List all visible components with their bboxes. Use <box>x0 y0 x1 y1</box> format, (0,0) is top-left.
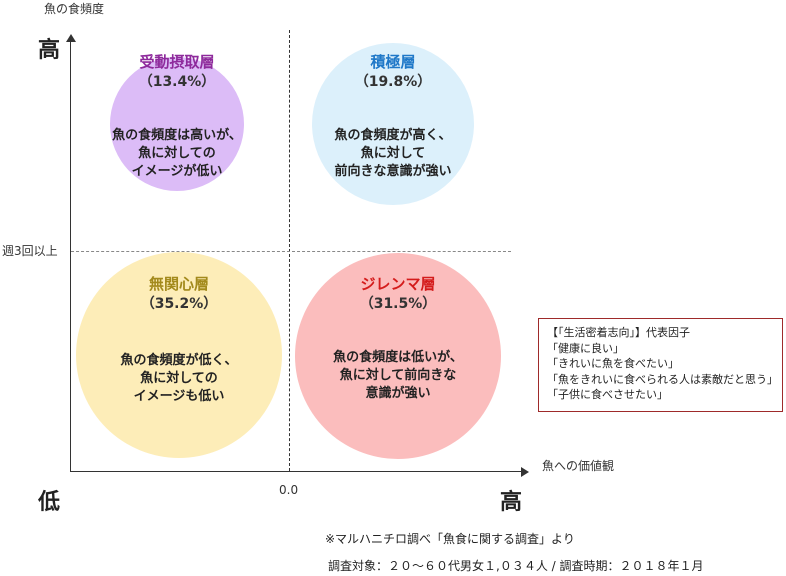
factor-box-title: 【｢生活密着志向｣】代表因子 <box>547 326 690 339</box>
segment-title: ジレンマ層 <box>360 275 436 293</box>
segment-active: 積極層 （19.8%） 魚の食頻度が高く、 魚に対して 前向きな意識が強い <box>312 43 474 205</box>
x-axis-title: 魚への価値観 <box>542 459 615 473</box>
segment-percent: （35.2%） <box>140 296 218 312</box>
y-axis <box>70 40 71 472</box>
factor-item: 「子供に食べさせたい」 <box>547 388 668 401</box>
segment-desc-line: 魚に対して前向きな <box>339 368 457 383</box>
x-axis-origin-label: 0.0 <box>279 483 299 497</box>
segment-desc-line: 魚に対して <box>360 146 426 161</box>
segment-desc-line: 前向きな意識が強い <box>334 164 452 179</box>
factor-item: 「健康に良い」 <box>547 341 624 355</box>
segment-title: 受動摂取層 <box>139 53 215 71</box>
segment-indifferent: 無関心層 （35.2%） 魚の食頻度が低く、 魚に対しての イメージも低い <box>76 252 282 458</box>
factor-box: 【｢生活密着志向｣】代表因子 「健康に良い」 「きれいに魚を食べたい」 「魚をき… <box>538 318 783 412</box>
segment-passive: 受動摂取層 （13.4%） 魚の食頻度は高いが、 魚に対しての イメージが低い <box>110 53 244 191</box>
segment-percent: （13.4%） <box>138 74 216 90</box>
segment-title: 積極層 <box>370 53 416 71</box>
y-axis-threshold-label: 週3回以上 <box>2 244 58 258</box>
segment-desc-line: 魚に対しての <box>140 371 218 386</box>
y-axis-high-label: 高 <box>38 38 61 63</box>
segment-desc-line: 魚に対しての <box>138 146 216 161</box>
horizontal-divider <box>71 251 511 252</box>
segment-desc-line: イメージも低い <box>133 389 225 404</box>
segment-desc-line: 魚の食頻度は高いが、 <box>112 128 242 143</box>
x-axis-arrow-icon <box>521 467 529 477</box>
segment-desc-line: 魚の食頻度は低いが、 <box>333 350 463 365</box>
vertical-divider <box>289 30 290 471</box>
segment-dilemma: ジレンマ層 （31.5%） 魚の食頻度は低いが、 魚に対して前向きな 意識が強い <box>295 253 501 459</box>
x-axis-low-label: 低 <box>38 490 61 515</box>
source-note: ※マルハニチロ調べ「魚食に関する調査」より <box>325 532 575 546</box>
segment-desc-line: 意識が強い <box>365 386 431 401</box>
segment-percent: （19.8%） <box>354 74 432 90</box>
x-axis <box>70 471 522 472</box>
segment-desc-line: イメージが低い <box>131 164 223 179</box>
y-axis-arrow-icon <box>66 34 76 42</box>
segment-percent: （31.5%） <box>359 296 437 312</box>
factor-item: 「魚をきれいに食べられる人は素敵だと思う」 <box>547 372 778 386</box>
x-axis-high-label: 高 <box>500 490 523 515</box>
factor-item: 「きれいに魚を食べたい」 <box>547 357 679 370</box>
survey-note: 調査対象：２０～６０代男女１,０３４人 / 調査時期：２０１８年１月 <box>328 559 704 573</box>
y-axis-title: 魚の食頻度 <box>44 2 105 16</box>
segment-title: 無関心層 <box>148 275 209 293</box>
segment-desc-line: 魚の食頻度が高く、 <box>334 128 452 143</box>
segment-desc-line: 魚の食頻度が低く、 <box>120 353 238 368</box>
